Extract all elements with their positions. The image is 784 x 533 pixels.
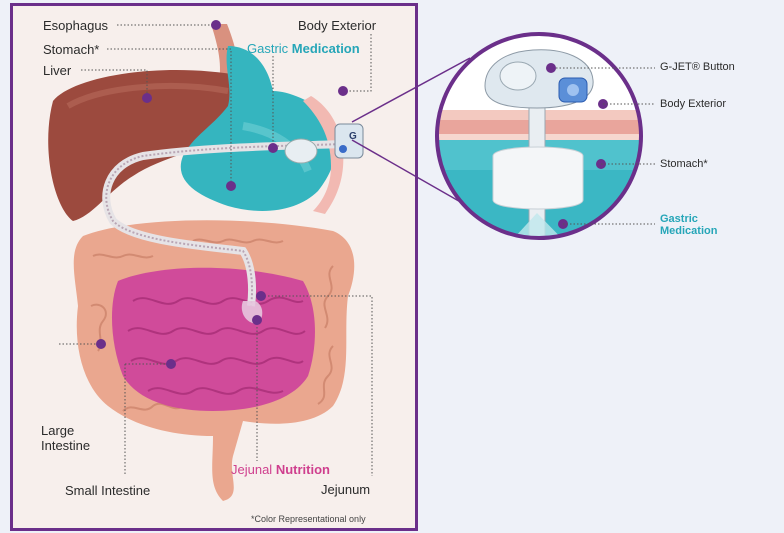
callout-label-body-exterior: Body Exterior: [660, 98, 726, 110]
callout-gastric-word: Gastric: [660, 213, 717, 225]
callout-label-gjet-button: G-JET® Button: [660, 61, 735, 73]
callout-label-stomach: Stomach*: [660, 158, 708, 170]
callout-label-gastric-medication: Gastric Medication: [660, 213, 717, 237]
callout-medication-word: Medication: [660, 225, 717, 237]
